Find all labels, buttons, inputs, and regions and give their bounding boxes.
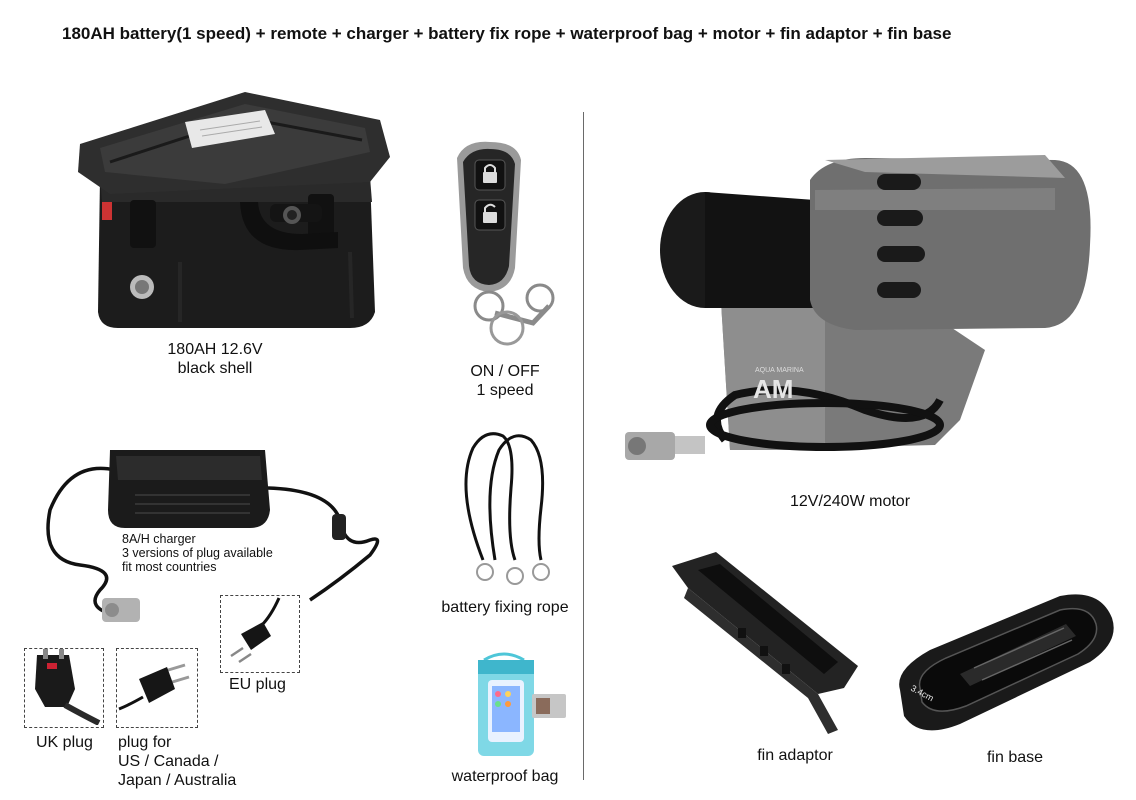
us-plug-label-line1: plug for bbox=[118, 734, 172, 751]
us-plug-label: plug for US / Canada / Japan / Australia bbox=[118, 733, 236, 790]
us-plug-label-line2: US / Canada / bbox=[118, 753, 219, 770]
battery-case-image bbox=[70, 82, 395, 334]
us-plug-image bbox=[118, 663, 190, 711]
battery-caption-line1: 180AH 12.6V bbox=[167, 341, 263, 358]
uk-plug-label: UK plug bbox=[36, 734, 93, 751]
remote-caption: ON / OFF 1 speed bbox=[440, 362, 570, 400]
fin-base-image: 3.4cm bbox=[890, 590, 1120, 740]
motor-brand-mark: AM bbox=[753, 374, 793, 404]
fin-adaptor-caption: fin adaptor bbox=[757, 747, 833, 764]
waterproof-bag-image bbox=[474, 652, 570, 762]
eu-plug-label: EU plug bbox=[229, 676, 286, 693]
rope-caption: battery fixing rope bbox=[441, 599, 569, 616]
battery-caption: 180AH 12.6V black shell bbox=[140, 340, 290, 378]
remote-caption-line2: 1 speed bbox=[476, 382, 534, 399]
eu-plug-box bbox=[220, 595, 300, 673]
us-plug-label-line3: Japan / Australia bbox=[118, 772, 237, 789]
charger-caption: 8A/H charger 3 versions of plug availabl… bbox=[122, 532, 342, 574]
charger-image bbox=[40, 440, 390, 640]
page-title: 180AH battery(1 speed) + remote + charge… bbox=[62, 24, 952, 43]
rope-image bbox=[455, 428, 555, 593]
section-divider bbox=[583, 112, 584, 780]
fin-base-caption: fin base bbox=[986, 749, 1044, 766]
charger-caption-line2: 3 versions of plug available bbox=[122, 546, 273, 560]
battery-caption-line2: black shell bbox=[177, 360, 253, 377]
charger-caption-line1: 8A/H charger bbox=[122, 532, 196, 546]
motor-brand-text: AQUA MARINA bbox=[755, 367, 804, 374]
eu-plug-image bbox=[230, 597, 281, 664]
uk-plug-image bbox=[35, 649, 101, 725]
fin-adaptor-image bbox=[668, 548, 868, 738]
remote-image bbox=[445, 138, 565, 358]
remote-caption-line1: ON / OFF bbox=[470, 363, 540, 380]
uk-plug-box bbox=[24, 648, 104, 728]
charger-caption-line3: fit most countries bbox=[122, 560, 217, 574]
motor-image: AM AQUA MARINA bbox=[625, 150, 1105, 470]
waterproof-bag-caption: waterproof bag bbox=[451, 768, 559, 785]
motor-caption: 12V/240W motor bbox=[789, 493, 911, 510]
us-plug-box bbox=[116, 648, 198, 728]
